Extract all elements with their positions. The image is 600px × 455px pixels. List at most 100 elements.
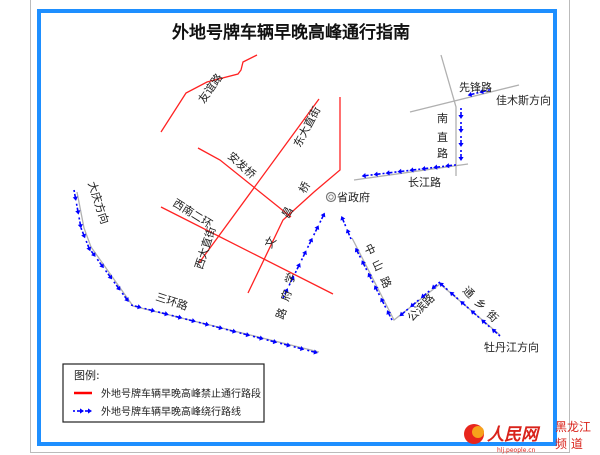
detour-arrow-icon (130, 304, 142, 310)
label-tongxiang-3: 街 (484, 307, 502, 325)
logo-channel-line1: 黑龙江 (555, 420, 591, 434)
detour-arrow-icon (491, 328, 501, 337)
road-youyi (160, 54, 258, 133)
map-frame (37, 9, 557, 446)
road-nanzhi (440, 54, 457, 176)
road-anfa (197, 147, 292, 218)
road-xinan-erhuan (160, 206, 334, 295)
government-marker-inner-icon (328, 194, 334, 200)
detour-arrow-icon (409, 167, 421, 173)
label-qiao: 桥 (296, 179, 313, 195)
detour-arrow-icon (361, 173, 373, 179)
detour-arrow-icon (300, 250, 307, 261)
detour-arrow-icon (373, 285, 381, 296)
legend-item-detour: 外地号牌车辆早晚高峰绕行路线 (101, 405, 241, 418)
detour-arrow-icon (420, 290, 430, 299)
detour-arrow-icon (373, 171, 385, 177)
label-xuefu-1: 路 (274, 306, 290, 321)
logo-channel-line2: 频 道 (555, 437, 583, 451)
government-marker-icon (325, 191, 337, 203)
detour-arrow-icon (171, 314, 183, 320)
detour-arrow-icon (467, 91, 479, 97)
detour-arrow-icon (75, 203, 81, 215)
detour-arrow-icon (340, 215, 347, 227)
label-tongxiang-1: 通 (460, 284, 477, 301)
legend-detour-swatch-icon (73, 408, 92, 414)
detour-arrow-icon (282, 288, 289, 299)
restricted-roads (160, 54, 341, 295)
detour-arrow-icon (481, 319, 491, 328)
detour-arrow-icon (293, 345, 305, 352)
detour-arrow-icon (121, 292, 129, 302)
detour-arrow-icon (144, 307, 156, 313)
label-youyi: 友谊路 (195, 71, 225, 106)
legend: 图例: 外地号牌车辆早晚高峰禁止通行路段 外地号牌车辆早晚高峰绕行路线 (62, 363, 265, 423)
logo-emblem-inner-icon (472, 426, 484, 438)
detour-arrow-icon (225, 328, 237, 334)
detour-arrow-icon (354, 247, 362, 258)
detour-arrows (72, 88, 501, 355)
detour-arrow-icon (313, 225, 320, 236)
detour-arrow-icon (431, 281, 441, 290)
detour-arrow-icon (185, 318, 196, 324)
detour-arrow-icon (319, 212, 326, 223)
label-nanzhi-1: 南 (437, 112, 448, 125)
label-xuefu-3: 学 (282, 271, 299, 286)
detour-arrow-icon (458, 122, 464, 133)
label-jiamusi: 佳木斯方向 (496, 93, 551, 107)
label-zhongshan-1: 中 (361, 242, 377, 257)
road-xianfeng (409, 84, 520, 113)
detour-arrow-icon (113, 281, 121, 291)
map-title: 外地号牌车辆早晚高峰通行指南 (172, 22, 410, 43)
label-dongdazhi: 东大直街 (290, 104, 323, 149)
detour-arrow-icon (445, 163, 457, 169)
label-xuefu-2: 府 (278, 288, 295, 303)
label-changjiang: 长江路 (408, 176, 441, 189)
label-tongxiang-2: 乡 (472, 296, 489, 313)
label-daqing: 大庆方向 (85, 180, 112, 226)
logo-url: hlj.people.cn (497, 447, 536, 454)
label-wen: 文 (261, 234, 279, 251)
label-mudanjiang: 牡丹江方向 (484, 340, 539, 354)
label-sanhuan: 三环路 (154, 290, 189, 313)
detour-arrow-icon (410, 299, 420, 308)
detour-arrow-icon (306, 237, 314, 249)
detour-arrow-icon (458, 150, 464, 161)
detour-arrow-icon (439, 282, 449, 291)
detour-arrow-icon (212, 325, 224, 331)
logo-brand: 人民网 (487, 425, 541, 445)
detour-arrow-icon (397, 168, 409, 174)
detour-arrow-icon (385, 170, 397, 176)
detour-arrow-icon (294, 262, 301, 274)
label-nanzhi-3: 路 (437, 147, 448, 160)
detour-arrow-icon (239, 332, 251, 338)
detour-arrow-icon (307, 349, 318, 355)
detour-arrow-icon (345, 228, 352, 240)
label-government: 省政府 (337, 190, 370, 204)
detour-arrow-icon (380, 297, 387, 308)
road-wenchang (247, 97, 341, 294)
detour-arrow-icon (252, 335, 264, 341)
detour-arrow-icon (157, 311, 169, 317)
detour-arrow-icon (361, 260, 368, 271)
legend-item-restricted: 外地号牌车辆早晚高峰禁止通行路段 (101, 387, 261, 400)
detour-arrow-icon (399, 308, 409, 317)
label-chang: 昌 (279, 204, 296, 220)
label-zhongshan-3: 路 (377, 275, 393, 290)
detour-arrow-icon (198, 321, 210, 327)
detour-arrow-icon (433, 164, 445, 170)
label-zhongshan-2: 山 (369, 258, 385, 273)
outer-frame (30, 0, 570, 453)
detour-arrow-icon (460, 300, 470, 309)
detour-arrow-icon (72, 189, 78, 201)
detour-arrow-icon (266, 339, 278, 345)
label-nanzhi-2: 直 (437, 130, 448, 144)
detour-arrow-icon (279, 342, 291, 348)
detour-arrow-icon (288, 275, 295, 286)
detour-arrow-icon (77, 217, 83, 229)
detour-arrow-icon (458, 108, 464, 119)
people-cn-logo: 人民网 黑龙江 频 道 hlj.people.cn (464, 420, 591, 454)
label-xianfeng: 先锋路 (459, 81, 492, 94)
road-zhongshan-gongbin-tongxiang (351, 237, 501, 336)
